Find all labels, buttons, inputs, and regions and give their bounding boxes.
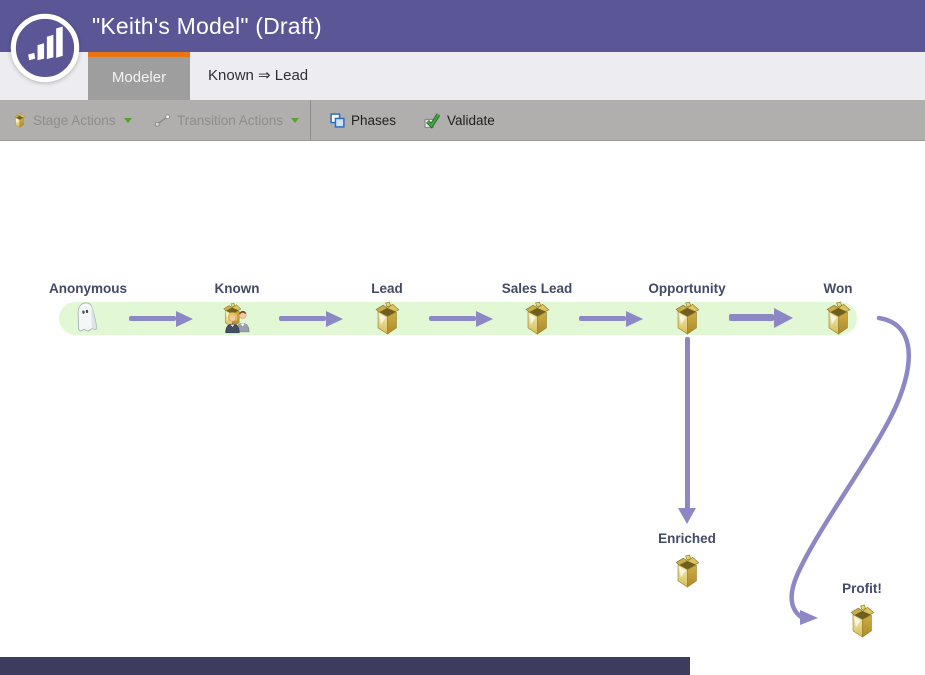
transition-arrow[interactable] xyxy=(279,309,343,328)
box-icon[interactable] xyxy=(520,299,554,335)
box-icon[interactable] xyxy=(845,602,879,638)
transition-arrow[interactable] xyxy=(729,307,793,328)
validate-label: Validate xyxy=(447,112,495,128)
stage-label: Enriched xyxy=(658,531,716,546)
stage-actions-label: Stage Actions xyxy=(33,112,116,128)
transition-icon xyxy=(154,113,171,127)
transition-curve-won-profit[interactable] xyxy=(0,141,925,675)
transition-actions-button[interactable]: Transition Actions xyxy=(150,100,303,140)
dropdown-caret-icon xyxy=(291,117,300,123)
app-header: "Keith's Model" (Draft) xyxy=(0,0,925,52)
validate-button[interactable]: Validate xyxy=(420,100,499,140)
transition-arrow-opportunity-enriched[interactable] xyxy=(678,337,696,527)
toolbar: Stage Actions Transition Actions Phases xyxy=(0,100,925,141)
tab-known-lead-label: Known ⇒ Lead xyxy=(208,67,309,84)
stage-actions-button[interactable]: Stage Actions xyxy=(8,100,136,140)
box-icon[interactable] xyxy=(821,299,855,335)
box-icon[interactable] xyxy=(670,552,704,588)
transition-arrow[interactable] xyxy=(429,309,493,328)
model-canvas: Anonymous Known Lead Sales Lead Opportun… xyxy=(0,141,925,675)
footer-bar xyxy=(0,657,690,675)
box-icon[interactable] xyxy=(670,299,704,335)
stage-label: Sales Lead xyxy=(501,281,573,296)
tab-known-lead[interactable]: Known ⇒ Lead xyxy=(190,52,326,100)
box-icon xyxy=(12,112,27,128)
stage-label: Lead xyxy=(371,281,403,296)
transition-actions-label: Transition Actions xyxy=(177,112,284,128)
phases-icon xyxy=(330,112,345,128)
stage-label: Known xyxy=(214,281,260,296)
transition-arrow[interactable] xyxy=(129,309,193,328)
marketo-logo-icon xyxy=(10,13,80,83)
stage-label: Won xyxy=(823,281,853,296)
box-icon[interactable] xyxy=(370,299,404,335)
toolbar-divider xyxy=(310,100,311,140)
tab-modeler-label: Modeler xyxy=(111,69,167,86)
ghost-icon[interactable] xyxy=(70,300,104,336)
tab-modeler[interactable]: Modeler xyxy=(88,52,190,100)
stage-label: Opportunity xyxy=(648,281,726,296)
tab-strip: Modeler Known ⇒ Lead xyxy=(0,52,925,100)
phases-button[interactable]: Phases xyxy=(326,100,400,140)
validate-check-icon xyxy=(424,112,441,129)
transition-arrow[interactable] xyxy=(579,309,643,328)
phases-label: Phases xyxy=(351,112,397,128)
stage-label: Profit! xyxy=(842,581,882,596)
dropdown-caret-icon xyxy=(123,117,132,123)
page-title: "Keith's Model" (Draft) xyxy=(92,13,322,39)
stage-label: Anonymous xyxy=(48,281,127,296)
box-people-icon[interactable] xyxy=(218,299,252,335)
